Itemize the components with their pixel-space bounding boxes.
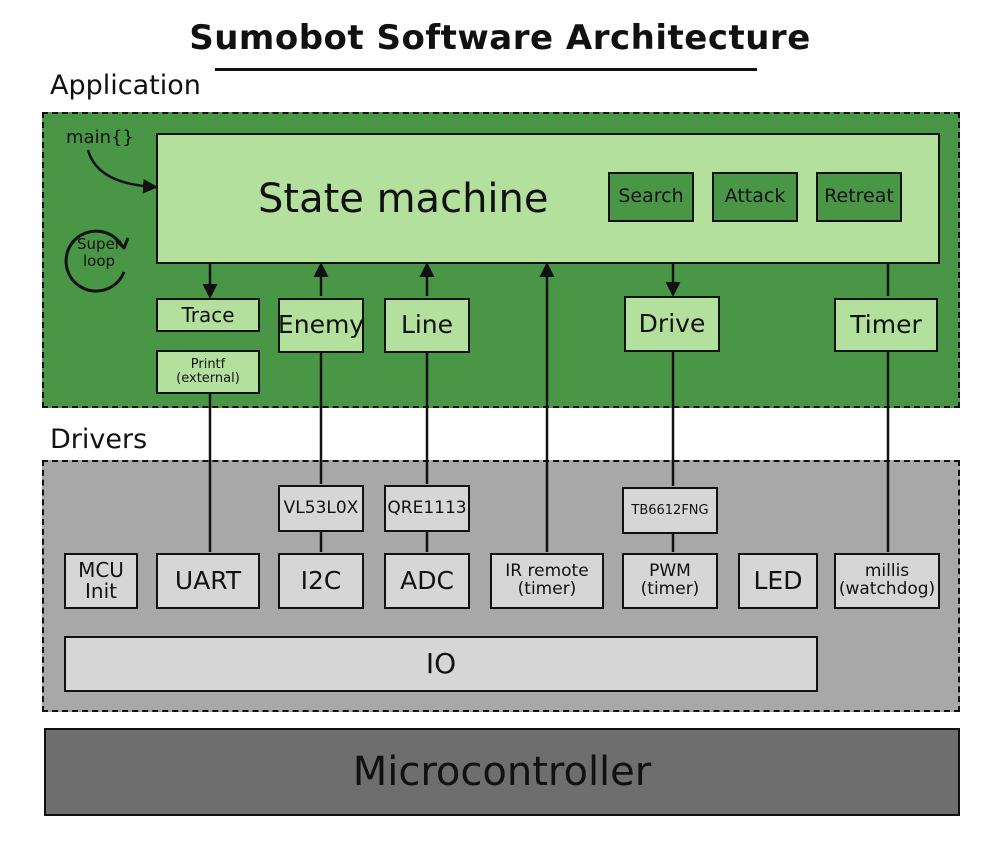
mcu-init-driver: MCU Init <box>64 553 138 609</box>
drive-module: Drive <box>624 296 720 352</box>
diagram-title: Sumobot Software Architecture <box>189 18 811 58</box>
state-machine: State machine <box>156 133 940 264</box>
pwm-driver: PWM (timer) <box>622 553 718 609</box>
tb6612fng-driver: TB6612FNG <box>622 487 718 534</box>
qre1113-driver: QRE1113 <box>384 485 470 532</box>
led-driver: LED <box>738 553 818 609</box>
state-retreat: Retreat <box>816 172 902 222</box>
microcontroller-layer: Microcontroller <box>44 728 960 816</box>
trace-module: Trace <box>156 298 260 332</box>
state-search: Search <box>608 172 694 222</box>
super-loop-icon <box>64 229 130 293</box>
printf-module: Printf (external) <box>156 350 260 394</box>
i2c-driver: I2C <box>278 553 364 609</box>
application-layer-label: Application <box>50 70 201 101</box>
io-driver: IO <box>64 636 818 692</box>
line-module: Line <box>384 298 470 353</box>
super-loop-label: Super loop <box>77 235 121 270</box>
state-attack: Attack <box>712 172 798 222</box>
title-underline <box>215 68 757 71</box>
adc-driver: ADC <box>384 553 470 609</box>
millis-driver: millis (watchdog) <box>834 553 940 609</box>
vl53l0x-driver: VL53L0X <box>278 485 364 532</box>
main-entry-arrow <box>86 149 158 194</box>
drivers-layer-label: Drivers <box>50 424 148 455</box>
state-machine-label: State machine <box>258 175 549 222</box>
timer-module: Timer <box>834 298 938 352</box>
main-label: main{} <box>66 127 134 148</box>
uart-driver: UART <box>156 553 260 609</box>
enemy-module: Enemy <box>278 298 364 353</box>
ir-remote-driver: IR remote (timer) <box>490 553 604 609</box>
